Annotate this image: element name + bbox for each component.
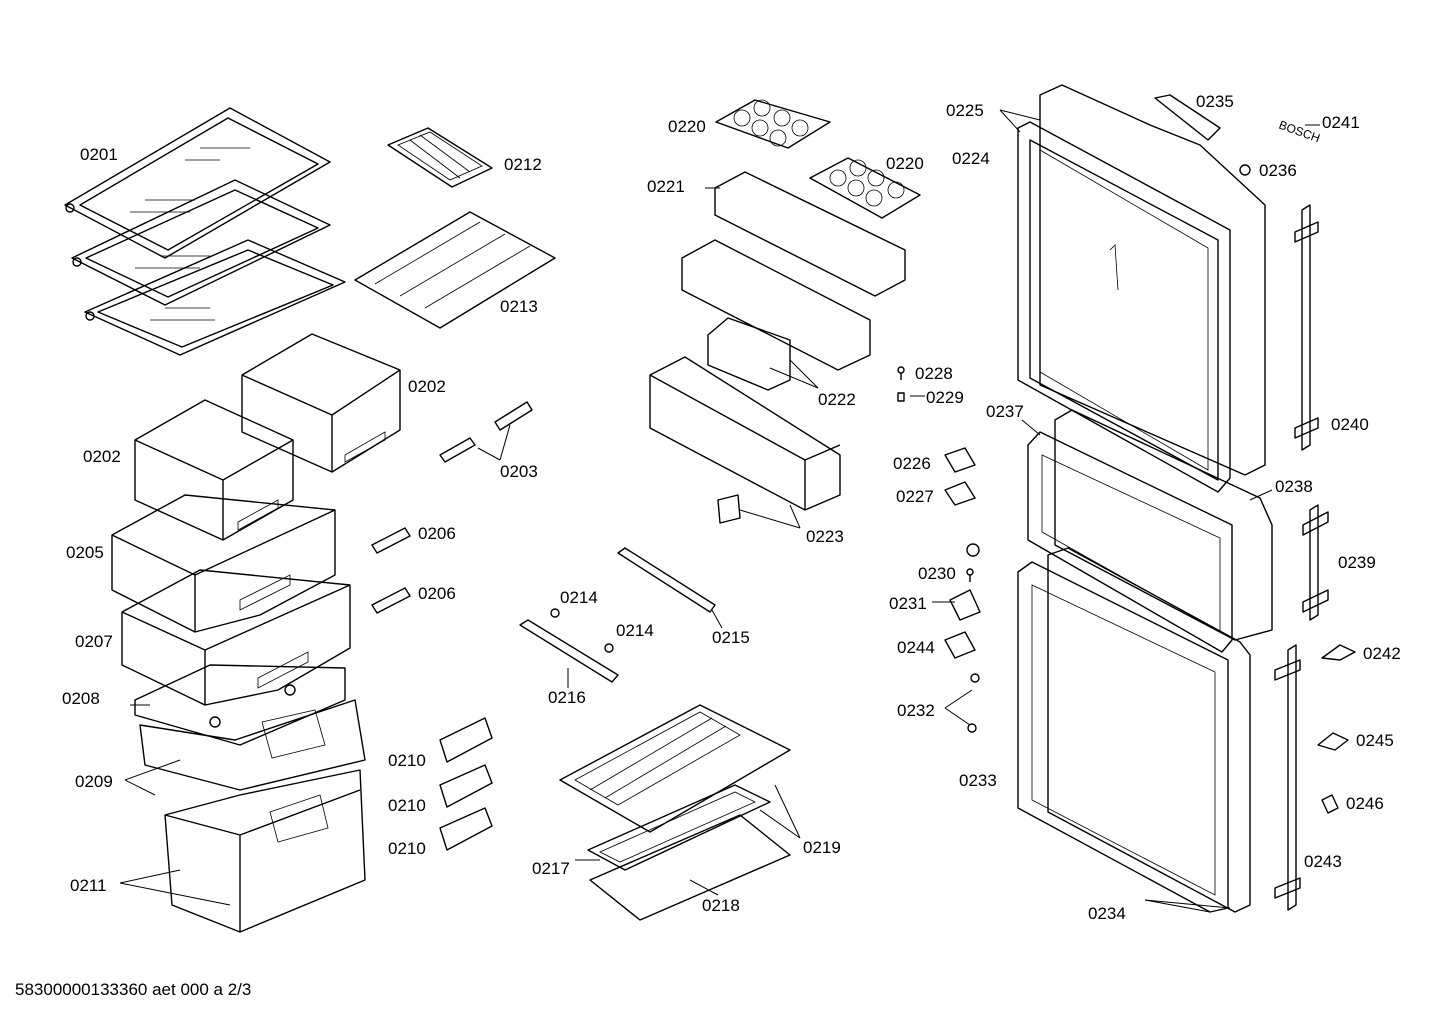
- label-0214: 0214: [616, 621, 654, 640]
- brand-mark: BOSCH: [1277, 118, 1322, 146]
- door-handles-drawing: [1239, 164, 1356, 911]
- label-0212: 0212: [504, 155, 542, 174]
- label-0230: 0230: [918, 564, 956, 583]
- hinge-hardware-drawing: [897, 366, 981, 733]
- label-0242: 0242: [1363, 644, 1401, 663]
- label-0246: 0246: [1346, 794, 1384, 813]
- label-0214: 0214: [560, 588, 598, 607]
- glass-shelves-drawing: [64, 107, 346, 356]
- crisper-bins-drawing: [134, 333, 401, 541]
- label-0209: 0209: [75, 772, 113, 791]
- label-0225: 0225: [946, 101, 984, 120]
- label-0220: 0220: [668, 117, 706, 136]
- label-0203: 0203: [500, 462, 538, 481]
- rails-and-filters-drawing: [519, 547, 791, 921]
- label-0215: 0215: [712, 628, 750, 647]
- door-balconies-drawing: [649, 99, 921, 524]
- label-0239: 0239: [1338, 553, 1376, 572]
- label-0228: 0228: [915, 364, 953, 383]
- freezer-shelf-drawing: [354, 211, 556, 329]
- label-0210: 0210: [388, 839, 426, 858]
- label-0220: 0220: [886, 154, 924, 173]
- label-0235: 0235: [1196, 92, 1234, 111]
- label-0206: 0206: [418, 524, 456, 543]
- label-0213: 0213: [500, 297, 538, 316]
- label-0237: 0237: [986, 402, 1024, 421]
- label-0226: 0226: [893, 454, 931, 473]
- label-0223: 0223: [806, 527, 844, 546]
- lower-door-drawing: [1017, 547, 1251, 913]
- label-0202: 0202: [408, 377, 446, 396]
- label-0240: 0240: [1331, 415, 1369, 434]
- label-0210: 0210: [388, 751, 426, 770]
- label-0231: 0231: [889, 594, 927, 613]
- drawers-drawing: [111, 494, 366, 933]
- label-0211: 0211: [70, 876, 107, 895]
- label-0218: 0218: [702, 896, 740, 915]
- label-0238: 0238: [1275, 477, 1313, 496]
- label-0232: 0232: [897, 701, 935, 720]
- label-0210: 0210: [388, 796, 426, 815]
- label-0205: 0205: [66, 543, 104, 562]
- label-0233: 0233: [959, 771, 997, 790]
- small-clips-drawing: [371, 401, 533, 851]
- label-0207: 0207: [75, 632, 113, 651]
- drawing-code-footer: 58300000133360 aet 000 a 2/3: [15, 980, 252, 999]
- ice-tray-drawing: [387, 127, 493, 188]
- label-0234: 0234: [1088, 904, 1126, 923]
- label-0245: 0245: [1356, 731, 1394, 750]
- label-0201: 0201: [80, 145, 118, 164]
- label-0208: 0208: [62, 689, 100, 708]
- label-0219: 0219: [803, 838, 841, 857]
- label-0217: 0217: [532, 859, 570, 878]
- label-0241: 0241: [1322, 113, 1360, 132]
- label-0224: 0224: [952, 149, 990, 168]
- upper-door-drawing: [1017, 84, 1266, 493]
- label-0244: 0244: [897, 638, 935, 657]
- label-0222: 0222: [818, 390, 856, 409]
- middle-door-drawing: [1027, 409, 1273, 653]
- label-0227: 0227: [896, 487, 934, 506]
- label-0221: 0221: [647, 177, 685, 196]
- label-0236: 0236: [1259, 161, 1297, 180]
- label-0202: 0202: [83, 447, 121, 466]
- leader-lines: [119, 109, 1320, 913]
- label-0243: 0243: [1304, 852, 1342, 871]
- label-0216: 0216: [548, 688, 586, 707]
- label-0206: 0206: [418, 584, 456, 603]
- part-number-labels: 0201 0202 0202 0203 0205 0206 0206 0207 …: [62, 92, 1401, 923]
- label-0229: 0229: [926, 388, 964, 407]
